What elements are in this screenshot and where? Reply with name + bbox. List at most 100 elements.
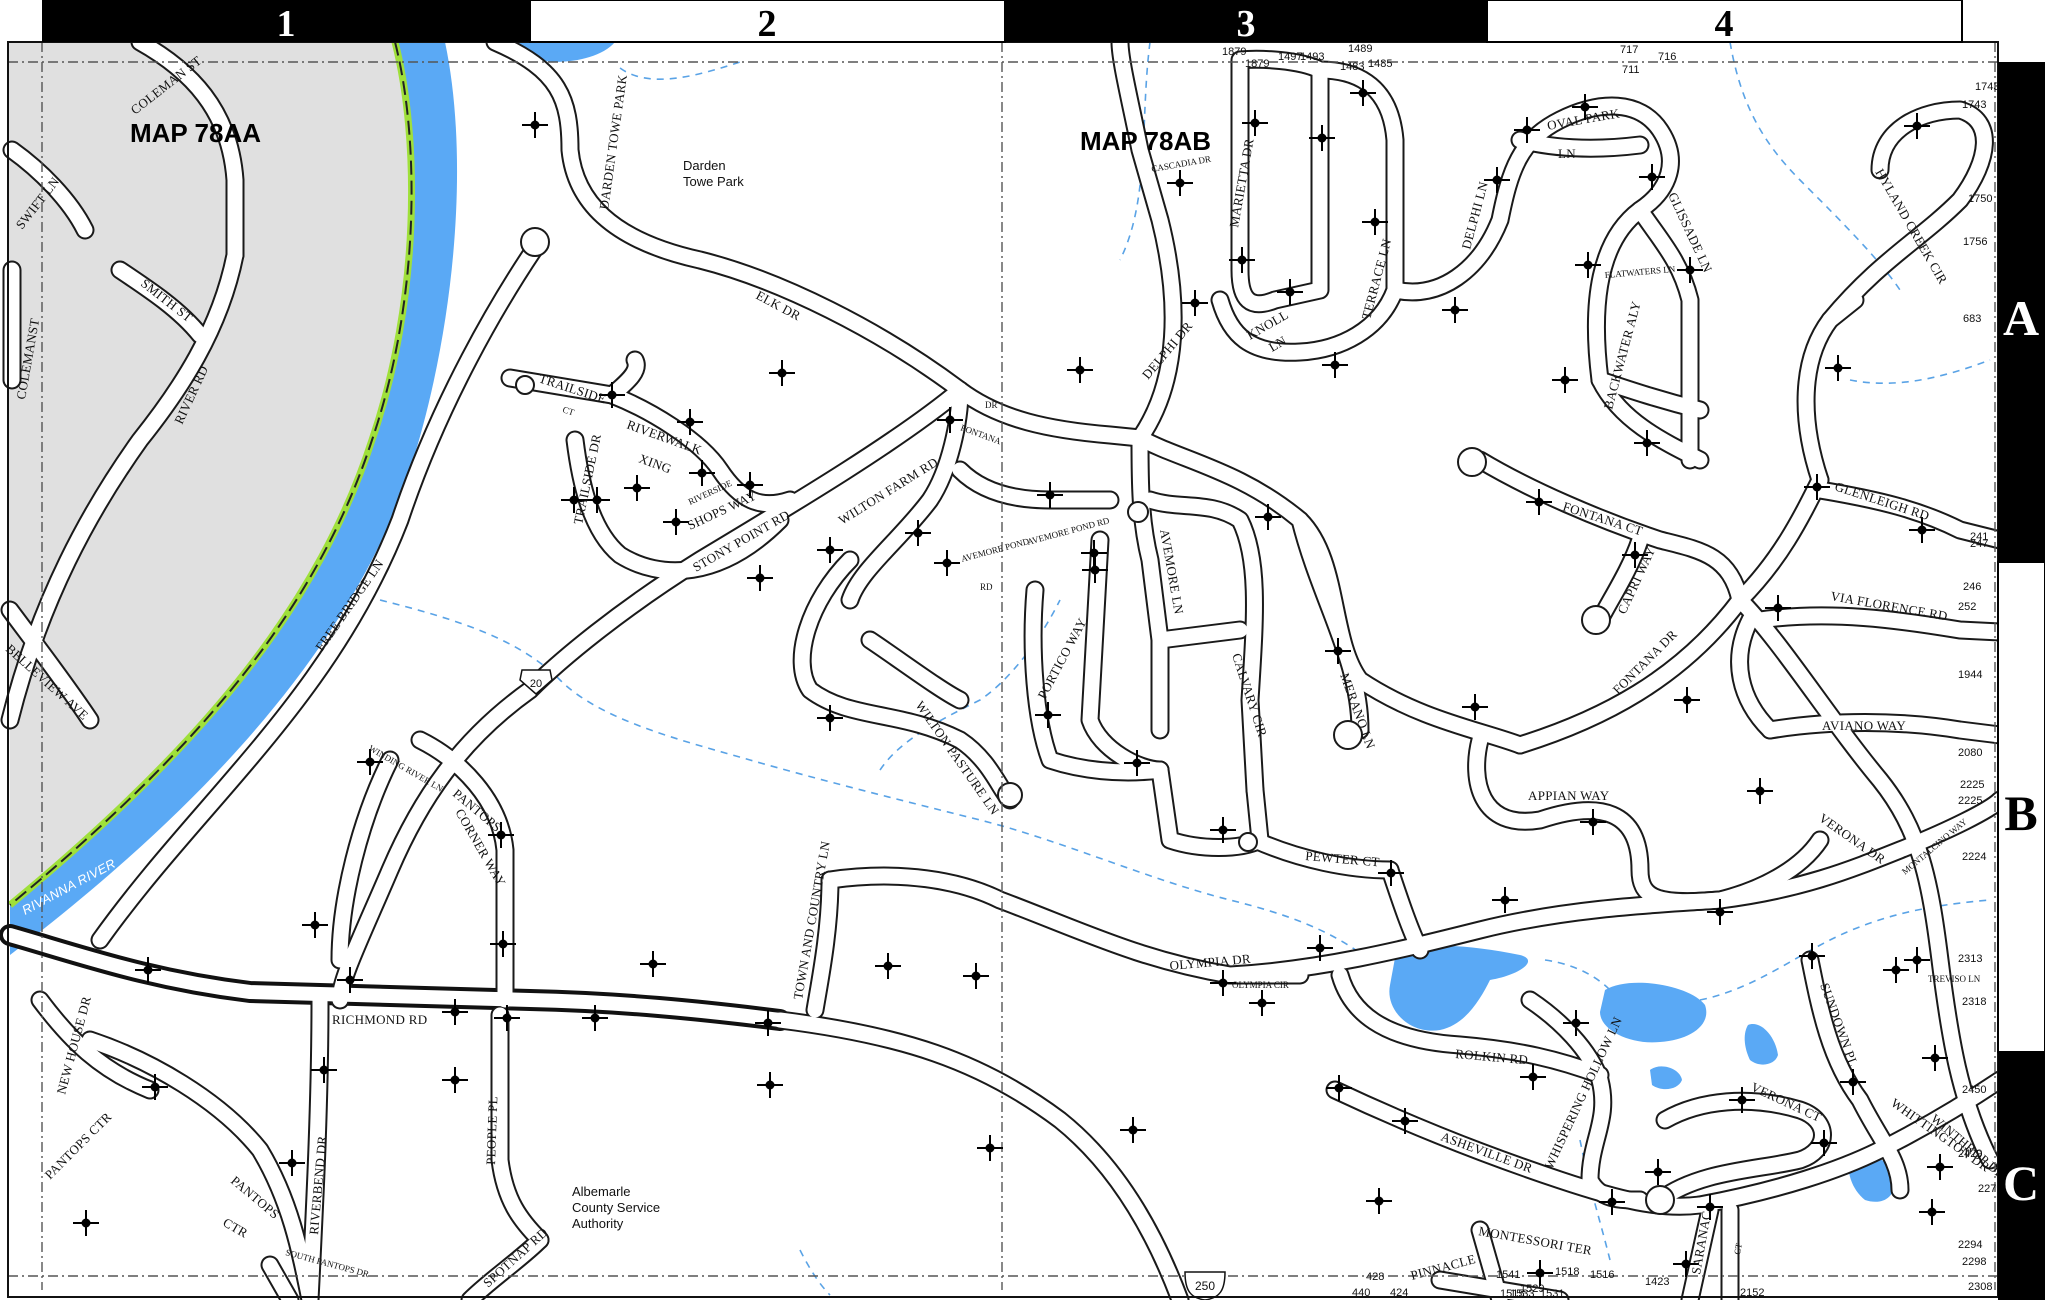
svg-text:County Service: County Service [572,1200,660,1215]
survey-marker [769,360,795,386]
survey-marker [1255,504,1281,530]
survey-marker [1325,638,1351,664]
survey-marker [1442,297,1468,323]
survey-markers [73,80,1953,1286]
survey-marker [1120,1117,1146,1143]
survey-marker [755,1010,781,1036]
survey-marker [1904,113,1930,139]
street-label: LN [1558,146,1576,161]
address-number: 1531 [1540,1288,1564,1300]
survey-marker [522,112,548,138]
survey-marker [677,409,703,435]
survey-marker [442,999,468,1025]
street-label: RD [980,582,993,592]
survey-marker [1645,1159,1671,1185]
survey-marker [1081,540,1107,566]
survey-marker [977,1135,1003,1161]
address-number: 1529 [1520,1283,1544,1295]
survey-marker [1229,247,1255,273]
column-4-label: 4 [1715,3,1734,45]
address-number: 2318 [1962,996,1986,1008]
survey-marker [1575,252,1601,278]
street-label: ROLKIN RD [1455,1046,1529,1067]
row-header: A B C [1997,62,2045,1300]
survey-marker [737,472,763,498]
road-network [0,32,2010,1300]
survey-marker [142,1074,168,1100]
survey-marker [1526,489,1552,515]
map-78ab-label: MAP 78AB [1080,126,1211,156]
survey-marker [279,1150,305,1176]
park-label: Darden Towe Park [683,158,744,189]
street-label: CT [1732,1242,1744,1256]
address-number: 683 [1963,313,1981,325]
survey-marker [1492,887,1518,913]
survey-marker [1277,279,1303,305]
address-number: 2298 [1962,1256,1986,1268]
survey-marker [1765,595,1791,621]
street-label: APPIAN WAY [1528,788,1610,803]
survey-marker [1580,809,1606,835]
svg-text:Towe Park: Towe Park [683,174,744,189]
survey-marker [1883,957,1909,983]
survey-marker [1904,947,1930,973]
survey-marker [1747,778,1773,804]
address-number: 2450 [1962,1084,1986,1096]
address-number: 252 [1958,601,1976,613]
address-number: 1489 [1348,43,1372,55]
street-label: RICHMOND RD [332,1012,427,1027]
address-number: 2225 [1960,779,1984,791]
survey-marker [1639,164,1665,190]
survey-marker [135,957,161,983]
address-number: 1879 [1222,46,1246,58]
street-label: OLYMPIA CIR [1232,980,1289,990]
us-route-shield: 250 [1184,1271,1226,1300]
address-number: 246 [1963,581,1981,593]
survey-marker [1799,943,1825,969]
address-number: 1485 [1368,58,1392,70]
survey-marker [73,1210,99,1236]
grid-lines [8,42,2000,1290]
survey-marker [599,382,625,408]
survey-marker [1919,1199,1945,1225]
survey-marker [875,953,901,979]
svg-text:250: 250 [1195,1279,1215,1293]
survey-marker [1840,1069,1866,1095]
column-3-label: 3 [1237,3,1256,45]
address-number: 241 [1970,531,1988,543]
survey-marker [1599,1189,1625,1215]
survey-marker [905,520,931,546]
survey-marker [357,749,383,775]
address-number: 1423 [1645,1276,1669,1288]
street-label: PEWTER CT [1305,848,1381,869]
survey-marker [1167,170,1193,196]
survey-marker [1249,990,1275,1016]
svg-text:Darden: Darden [683,158,726,173]
svg-text:20: 20 [530,678,542,690]
survey-marker [1210,970,1236,996]
survey-marker [817,705,843,731]
survey-marker [302,912,328,938]
survey-marker [1242,110,1268,136]
pond-1 [1389,945,1529,1031]
survey-marker [1322,352,1348,378]
survey-marker [1674,687,1700,713]
survey-marker [817,537,843,563]
survey-marker [1634,430,1660,456]
survey-marker [1922,1045,1948,1071]
survey-marker [311,1057,337,1083]
survey-marker [1927,1154,1953,1180]
survey-marker [689,460,715,486]
survey-marker [640,951,666,977]
svg-text:Albemarle: Albemarle [572,1184,631,1199]
survey-marker [1326,1075,1352,1101]
address-number: 1756 [1963,236,1987,248]
survey-marker [1378,860,1404,886]
survey-marker [963,963,989,989]
address-number: 1743 [1975,81,1999,93]
survey-marker [1552,367,1578,393]
svg-text:Authority: Authority [572,1216,624,1231]
survey-marker [337,967,363,993]
address-number: 1879 [1245,58,1269,70]
